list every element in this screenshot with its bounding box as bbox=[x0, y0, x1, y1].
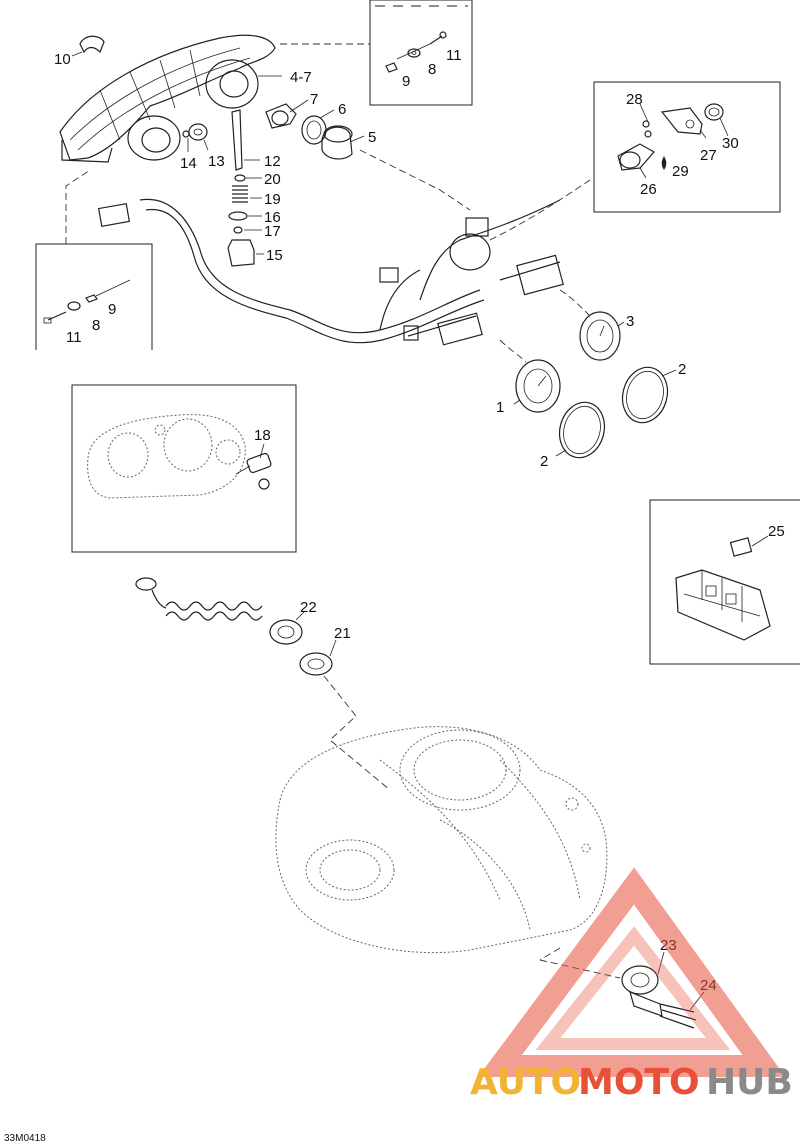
callout-30: 30 bbox=[722, 135, 739, 152]
detail-box-fasteners-top bbox=[369, 0, 473, 106]
wires-part-24 bbox=[659, 1003, 697, 1029]
wiring-harness bbox=[97, 198, 564, 346]
callout-16: 16 bbox=[264, 209, 281, 226]
callout-22: 22 bbox=[300, 599, 317, 616]
callout-15: 15 bbox=[266, 247, 283, 264]
watermark-triangle bbox=[478, 867, 786, 1077]
ignition-switch-part-23 bbox=[621, 965, 663, 1017]
callout-5: 5 bbox=[368, 129, 376, 146]
nut-part-21 bbox=[299, 652, 333, 676]
gauge-part-3 bbox=[579, 311, 621, 361]
callout-10: 10 bbox=[54, 51, 71, 68]
callout-4-7: 4-7 bbox=[290, 69, 312, 86]
callout-9-left: 9 bbox=[108, 301, 116, 318]
headlight-housing bbox=[59, 34, 276, 163]
detail-box-fuse-block bbox=[649, 499, 800, 665]
drawing-code: 33M0418 bbox=[4, 1133, 46, 1144]
callout-6: 6 bbox=[338, 101, 346, 118]
callout-8-top: 8 bbox=[428, 61, 436, 78]
callout-12: 12 bbox=[264, 153, 281, 170]
callout-11-top: 11 bbox=[446, 47, 462, 64]
callout-7: 7 bbox=[310, 91, 318, 108]
callout-14: 14 bbox=[180, 155, 197, 172]
callout-9-top: 9 bbox=[402, 73, 410, 90]
console-outline bbox=[275, 726, 608, 954]
safety-lanyard-part-22 bbox=[135, 577, 303, 645]
detail-box-cluster-back bbox=[71, 384, 297, 553]
detail-box-fasteners-left bbox=[35, 243, 153, 350]
watermark-text-hub: HUB bbox=[706, 1062, 793, 1103]
watermark-logo: AUTO MOTO HUB bbox=[470, 867, 793, 1103]
gauge-part-1 bbox=[515, 359, 561, 413]
callout-18: 18 bbox=[254, 427, 271, 444]
callout-19: 19 bbox=[264, 191, 281, 208]
callout-2-lower: 2 bbox=[540, 453, 548, 470]
bezel-part-2-lower bbox=[558, 401, 606, 459]
callout-8-left: 8 bbox=[92, 317, 100, 334]
bezel-part-2-upper bbox=[621, 366, 669, 424]
clip-part-10 bbox=[79, 35, 105, 54]
bulb-parts-group bbox=[182, 103, 353, 267]
callout-3: 3 bbox=[626, 313, 634, 330]
callout-20: 20 bbox=[264, 171, 281, 188]
watermark-text-moto: MOTO bbox=[578, 1062, 700, 1103]
leader-lines bbox=[71, 51, 729, 1011]
callout-28: 28 bbox=[626, 91, 643, 108]
callout-26: 26 bbox=[640, 181, 657, 198]
callout-11-left: 11 bbox=[66, 329, 82, 346]
callout-25: 25 bbox=[768, 523, 785, 540]
callout-13: 13 bbox=[208, 153, 225, 170]
assembly-lines bbox=[65, 43, 621, 979]
callout-17: 17 bbox=[264, 223, 281, 240]
callout-29: 29 bbox=[672, 163, 689, 180]
detail-box-instrument-connectors bbox=[593, 81, 781, 213]
callout-27: 27 bbox=[700, 147, 717, 164]
callout-2-upper: 2 bbox=[678, 361, 686, 378]
callout-21: 21 bbox=[334, 625, 351, 642]
callout-1: 1 bbox=[496, 399, 504, 416]
watermark-text-auto: AUTO bbox=[470, 1062, 581, 1103]
